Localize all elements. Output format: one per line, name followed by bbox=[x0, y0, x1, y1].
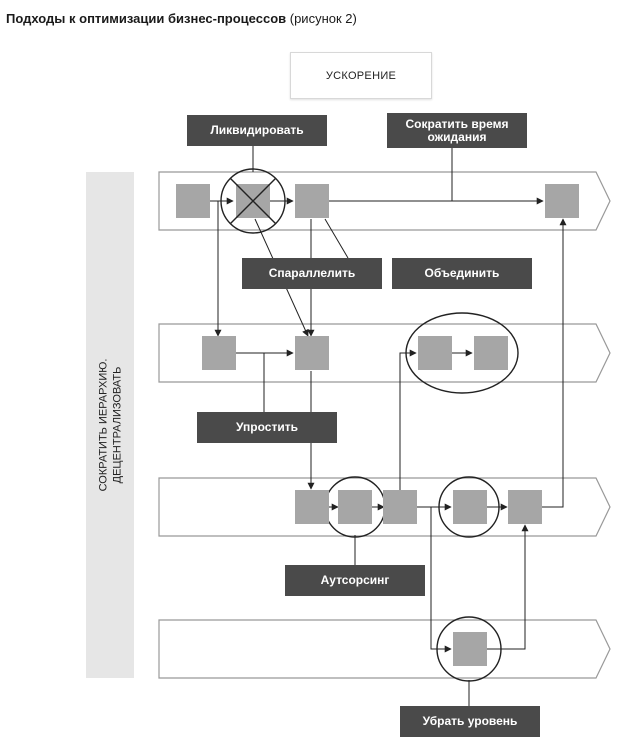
circle-l3-right bbox=[438, 476, 500, 538]
lane-4 bbox=[158, 619, 611, 679]
ellipse-combine bbox=[405, 312, 519, 394]
label-reduce-wait-line-2: ожидания bbox=[427, 129, 487, 144]
task-l3-3 bbox=[383, 490, 417, 524]
label-simplify: Упростить bbox=[197, 412, 337, 443]
task-l2-3 bbox=[418, 336, 452, 370]
task-l3-2 bbox=[338, 490, 372, 524]
page-title-note: (рисунок 2) bbox=[289, 11, 357, 26]
label-reduce-wait-line-1: Сократить время bbox=[405, 116, 509, 131]
line-l3-up-to-combine bbox=[399, 349, 417, 507]
label-parallelize: Спараллелить bbox=[242, 258, 382, 289]
page-title-main: Подходы к оптимизации бизнес-процессов bbox=[6, 11, 287, 26]
task-l3-5 bbox=[508, 490, 542, 524]
eliminate-cross-icon bbox=[229, 177, 277, 225]
task-l2-2 bbox=[295, 336, 329, 370]
page-title: Подходы к оптимизации бизнес-процессов (… bbox=[6, 11, 357, 26]
acceleration-box: УСКОРЕНИЕ bbox=[290, 52, 432, 99]
circle-remove-level bbox=[436, 616, 502, 682]
line-l3-up-to-l1 bbox=[542, 218, 567, 508]
line-l4-up-to-l3 bbox=[487, 524, 529, 650]
task-l3-1 bbox=[295, 490, 329, 524]
task-l2-1 bbox=[202, 336, 236, 370]
line-diagonal-2 bbox=[324, 218, 349, 259]
task-l1-4 bbox=[545, 184, 579, 218]
task-l1-1 bbox=[176, 184, 210, 218]
side-band bbox=[86, 172, 134, 678]
circle-eliminate bbox=[220, 168, 286, 234]
label-outsource: Аутсорсинг bbox=[285, 565, 425, 596]
label-remove-level: Убрать уровень bbox=[400, 706, 540, 737]
label-combine: Объединить bbox=[392, 258, 532, 289]
line-l3-down-to-l4 bbox=[430, 507, 452, 653]
task-l2-4 bbox=[474, 336, 508, 370]
task-l4-1 bbox=[453, 632, 487, 666]
label-reduce-wait: Сократить время ожидания bbox=[387, 113, 527, 148]
task-l3-4 bbox=[453, 490, 487, 524]
label-eliminate: Ликвидировать bbox=[187, 115, 327, 146]
task-l1-3 bbox=[295, 184, 329, 218]
